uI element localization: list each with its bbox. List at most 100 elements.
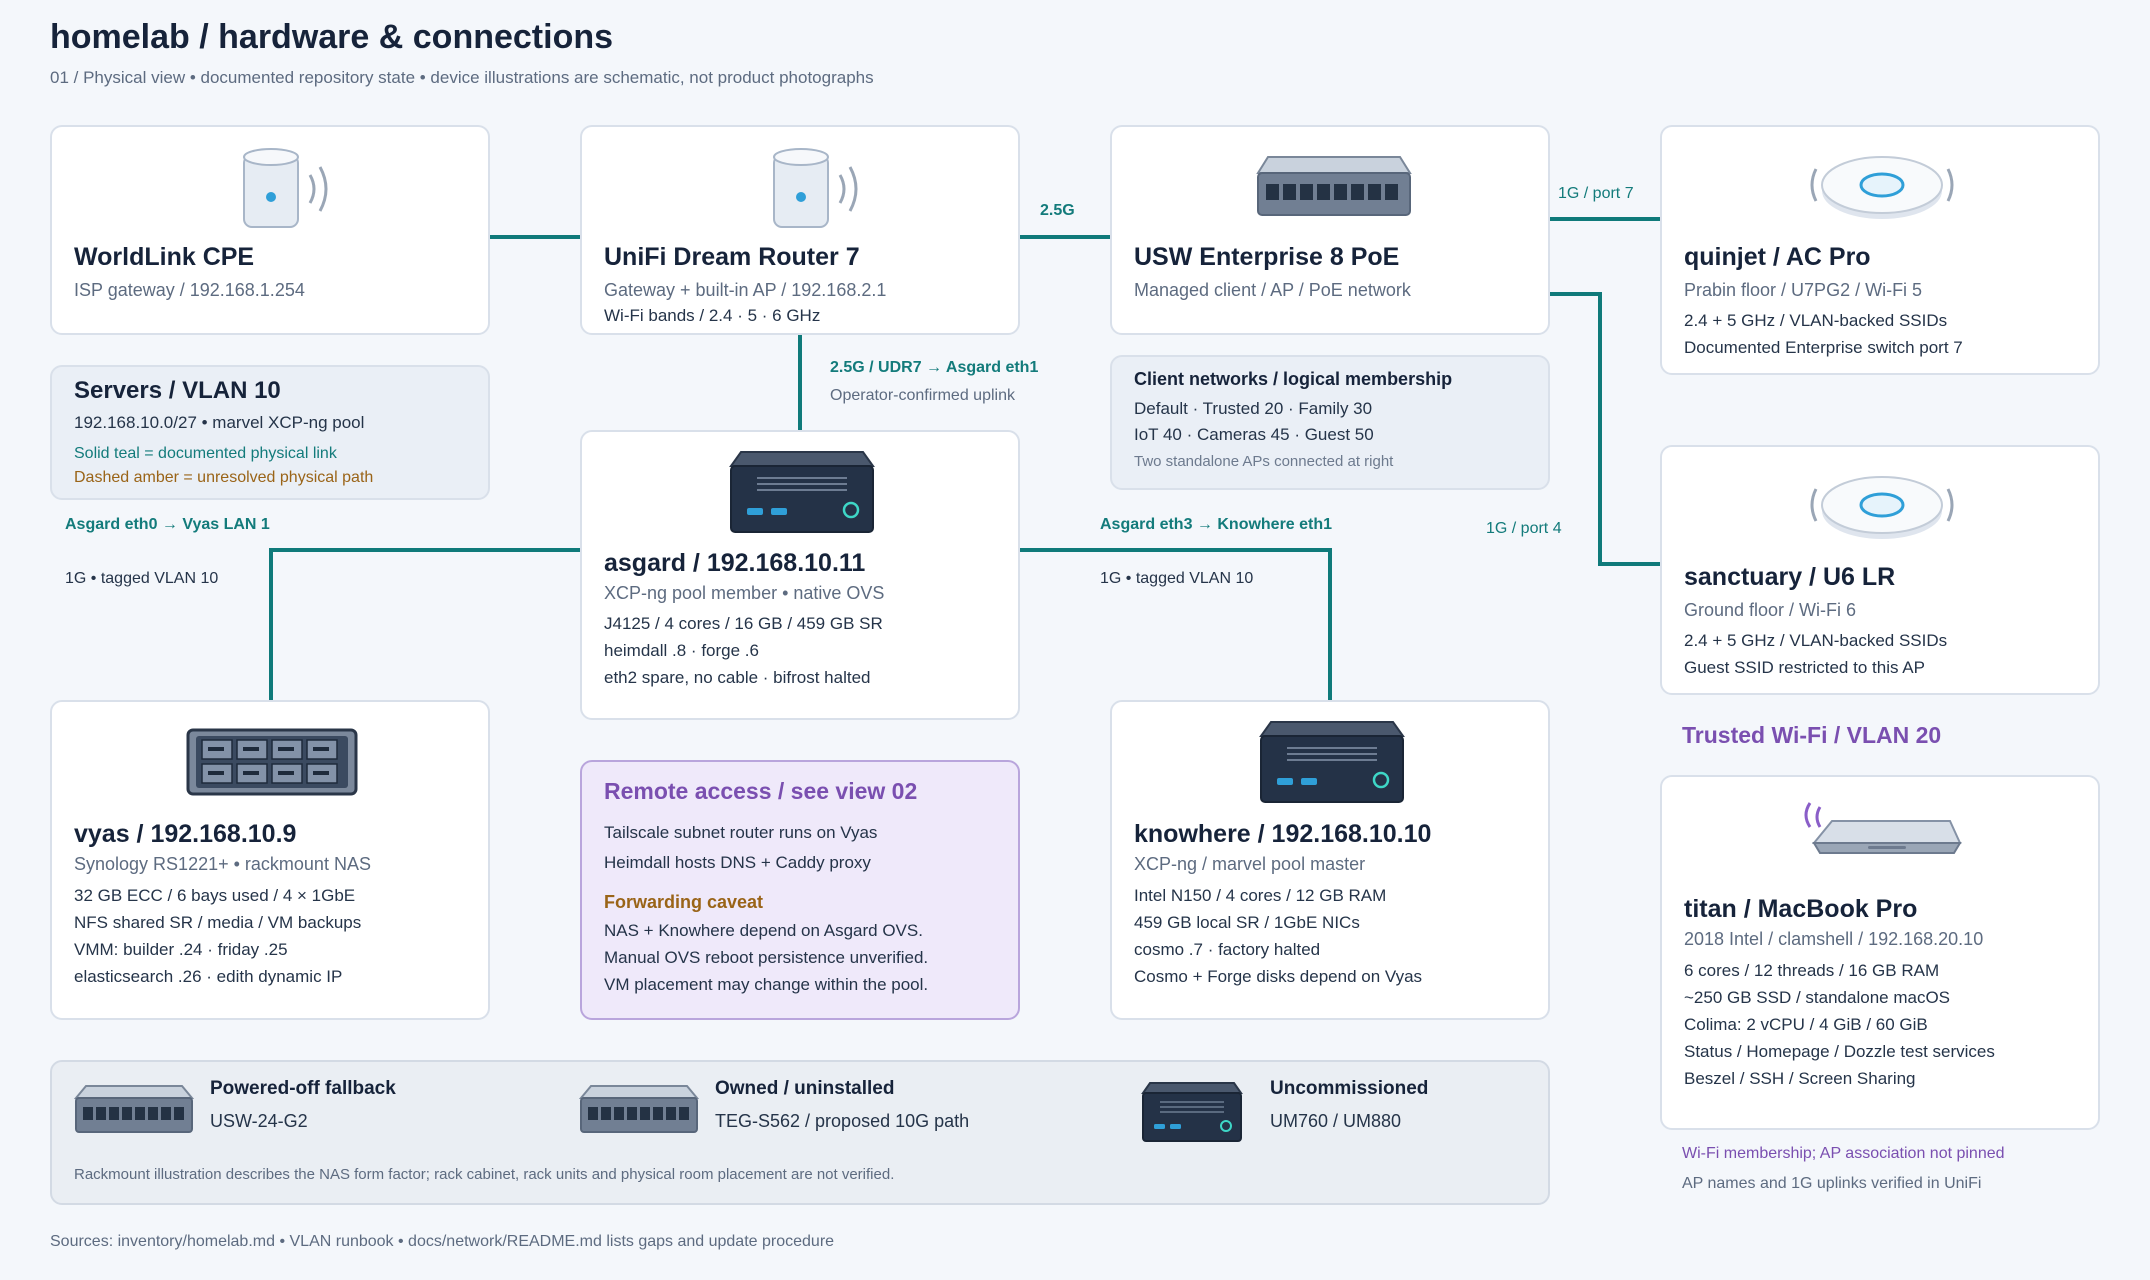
sources-footer: Sources: inventory/homelab.md • VLAN run… — [50, 1233, 835, 1250]
client-networks-title: Client networks / logical membership — [1134, 369, 1453, 389]
mini-pc-icon — [729, 451, 875, 533]
spec-line: Guest SSID restricted to this AP — [1684, 658, 1925, 677]
link-note-vyas: 1G • tagged VLAN 10 — [65, 570, 219, 587]
link-asgard-knowhere-a — [1020, 548, 1332, 552]
page-title: homelab / hardware & connections — [50, 18, 614, 56]
device-specs: Intel N150 / 4 cores / 12 GB RAM 459 GB … — [1134, 882, 1422, 990]
spec-line: 2.4 + 5 GHz / VLAN-backed SSIDs — [1684, 311, 1948, 330]
wifi-membership-note: Wi-Fi membership; AP association not pin… — [1682, 1145, 2005, 1162]
device-specs: 32 GB ECC / 6 bays used / 4 × 1GbE NFS s… — [74, 882, 361, 990]
caveat-line: VM placement may change within the pool. — [604, 975, 929, 994]
link-switch-sanctuary-c — [1598, 562, 1660, 566]
spec-line: cosmo .7 · factory halted — [1134, 940, 1321, 959]
link-label-uplink: 2.5G / UDR7 → Asgard eth1 — [830, 359, 1039, 376]
device-card-vyas[interactable]: vyas / 192.168.10.9 Synology RS1221+ • r… — [50, 700, 490, 1020]
device-card-switch[interactable]: USW Enterprise 8 PoE Managed client / AP… — [1110, 125, 1550, 335]
spec-line: 2.4 + 5 GHz / VLAN-backed SSIDs — [1684, 631, 1948, 650]
link-asgard-vyas-a — [269, 548, 580, 552]
link-asgard-knowhere-b — [1328, 548, 1332, 701]
device-role: XCP-ng / marvel pool master — [1134, 854, 1366, 874]
link-switch-quinjet — [1550, 217, 1660, 221]
spec-line: VMM: builder .24 · friday .25 — [74, 940, 288, 959]
cpe-antenna-icon — [243, 148, 328, 228]
remote-access-lines: Tailscale subnet router runs on Vyas Hei… — [604, 818, 877, 878]
spec-line: heimdall .8 · forge .6 — [604, 641, 759, 660]
link-note-uplink: Operator-confirmed uplink — [830, 387, 1015, 404]
switch-icon — [1256, 156, 1412, 216]
spare-title: Powered-off fallback — [210, 1078, 396, 1099]
link-router-switch — [1020, 235, 1110, 239]
device-card-cpe[interactable]: WorldLink CPE ISP gateway / 192.168.1.25… — [50, 125, 490, 335]
device-spec: Wi-Fi bands / 2.4 · 5 · 6 GHz — [604, 306, 821, 325]
device-name: WorldLink CPE — [74, 243, 255, 271]
device-card-knowhere[interactable]: knowhere / 192.168.10.10 XCP-ng / marvel… — [1110, 700, 1550, 1020]
device-role: 2018 Intel / clamshell / 192.168.20.10 — [1684, 929, 1984, 949]
device-name: quinjet / AC Pro — [1684, 243, 1871, 271]
link-switch-sanctuary-b — [1598, 292, 1602, 566]
device-name: vyas / 192.168.10.9 — [74, 820, 297, 848]
link-asgard-vyas-b — [269, 548, 273, 701]
mini-pc-icon — [1141, 1082, 1243, 1142]
rackmount-nas-icon — [186, 728, 358, 796]
client-networks-line: Default · Trusted 20 · Family 30 — [1134, 399, 1373, 418]
remote-line: Heimdall hosts DNS + Caddy proxy — [604, 853, 871, 872]
link-switch-sanctuary-a — [1550, 292, 1600, 296]
spec-line: Cosmo + Forge disks depend on Vyas — [1134, 967, 1423, 986]
servers-note-subnet: 192.168.10.0/27 • marvel XCP-ng pool — [74, 413, 365, 432]
trusted-wifi-heading: Trusted Wi-Fi / VLAN 20 — [1682, 722, 1942, 748]
switch-icon — [579, 1085, 699, 1133]
forwarding-caveat-lines: NAS + Knowhere depend on Asgard OVS. Man… — [604, 917, 928, 998]
remote-access-card[interactable]: Remote access / see view 02 Tailscale su… — [580, 760, 1020, 1020]
device-name: USW Enterprise 8 PoE — [1134, 243, 1400, 271]
spec-line: Intel N150 / 4 cores / 12 GB RAM — [1134, 886, 1387, 905]
ap-verified-note: AP names and 1G uplinks verified in UniF… — [1682, 1175, 1982, 1192]
page-subtitle: 01 / Physical view • documented reposito… — [50, 68, 874, 87]
device-card-sanctuary[interactable]: sanctuary / U6 LR Ground floor / Wi-Fi 6… — [1660, 445, 2100, 695]
device-card-titan[interactable]: titan / MacBook Pro 2018 Intel / clamshe… — [1660, 775, 2100, 1130]
link-label-switch-sanctuary: 1G / port 4 — [1486, 520, 1562, 537]
link-label-router-switch: 2.5G — [1040, 202, 1075, 219]
link-label-switch-quinjet: 1G / port 7 — [1558, 185, 1634, 202]
spec-line: J4125 / 4 cores / 16 GB / 459 GB SR — [604, 614, 883, 633]
link-router-asgard — [798, 335, 802, 431]
device-role: Gateway + built-in AP / 192.168.2.1 — [604, 280, 887, 300]
spare-detail: TEG-S562 / proposed 10G path — [715, 1111, 970, 1131]
device-name: sanctuary / U6 LR — [1684, 563, 1896, 591]
device-name: titan / MacBook Pro — [1684, 895, 1918, 923]
device-name: UniFi Dream Router 7 — [604, 243, 860, 271]
spec-line: 32 GB ECC / 6 bays used / 4 × 1GbE — [74, 886, 356, 905]
device-role: Synology RS1221+ • rackmount NAS — [74, 854, 371, 874]
legend-solid-link: Solid teal = documented physical link — [74, 445, 337, 462]
laptop-icon — [1804, 802, 1962, 854]
client-networks-line: IoT 40 · Cameras 45 · Guest 50 — [1134, 425, 1374, 444]
device-role: Prabin floor / U7PG2 / Wi-Fi 5 — [1684, 280, 1923, 300]
spec-line: Colima: 2 vCPU / 4 GiB / 60 GiB — [1684, 1015, 1928, 1034]
client-networks-footnote: Two standalone APs connected at right — [1134, 453, 1394, 470]
forwarding-caveat-title: Forwarding caveat — [604, 892, 764, 912]
device-card-router[interactable]: UniFi Dream Router 7 Gateway + built-in … — [580, 125, 1020, 335]
device-role: ISP gateway / 192.168.1.254 — [74, 280, 305, 300]
device-card-asgard[interactable]: asgard / 192.168.10.11 XCP-ng pool membe… — [580, 430, 1020, 720]
caveat-line: NAS + Knowhere depend on Asgard OVS. — [604, 921, 923, 940]
caveat-line: Manual OVS reboot persistence unverified… — [604, 948, 929, 967]
device-role: Managed client / AP / PoE network — [1134, 280, 1411, 300]
spec-line: Beszel / SSH / Screen Sharing — [1684, 1069, 1916, 1088]
spec-line: ~250 GB SSD / standalone macOS — [1684, 988, 1951, 1007]
spec-line: 459 GB local SR / 1GbE NICs — [1134, 913, 1360, 932]
spare-detail: UM760 / UM880 — [1270, 1111, 1402, 1131]
device-role: Ground floor / Wi-Fi 6 — [1684, 600, 1857, 620]
device-specs: J4125 / 4 cores / 16 GB / 459 GB SR heim… — [604, 610, 883, 691]
legend-dashed-link: Dashed amber = unresolved physical path — [74, 469, 374, 486]
device-specs: 2.4 + 5 GHz / VLAN-backed SSIDs Guest SS… — [1684, 627, 1947, 681]
servers-note-title: Servers / VLAN 10 — [74, 377, 281, 404]
device-card-quinjet[interactable]: quinjet / AC Pro Prabin floor / U7PG2 / … — [1660, 125, 2100, 375]
spec-line: eth2 spare, no cable · bifrost halted — [604, 668, 871, 687]
link-label-knowhere: Asgard eth3 → Knowhere eth1 — [1100, 516, 1333, 533]
remote-line: Tailscale subnet router runs on Vyas — [604, 823, 878, 842]
device-specs: 6 cores / 12 threads / 16 GB RAM ~250 GB… — [1684, 957, 1995, 1092]
servers-vlan-note: Servers / VLAN 10 192.168.10.0/27 • marv… — [50, 365, 490, 500]
spec-line: elasticsearch .26 · edith dynamic IP — [74, 967, 343, 986]
spare-hardware-tray: Powered-off fallback USW-24-G2 Owned / u… — [50, 1060, 1550, 1205]
rackmount-note: Rackmount illustration describes the NAS… — [74, 1166, 895, 1183]
spec-line: NFS shared SR / media / VM backups — [74, 913, 362, 932]
